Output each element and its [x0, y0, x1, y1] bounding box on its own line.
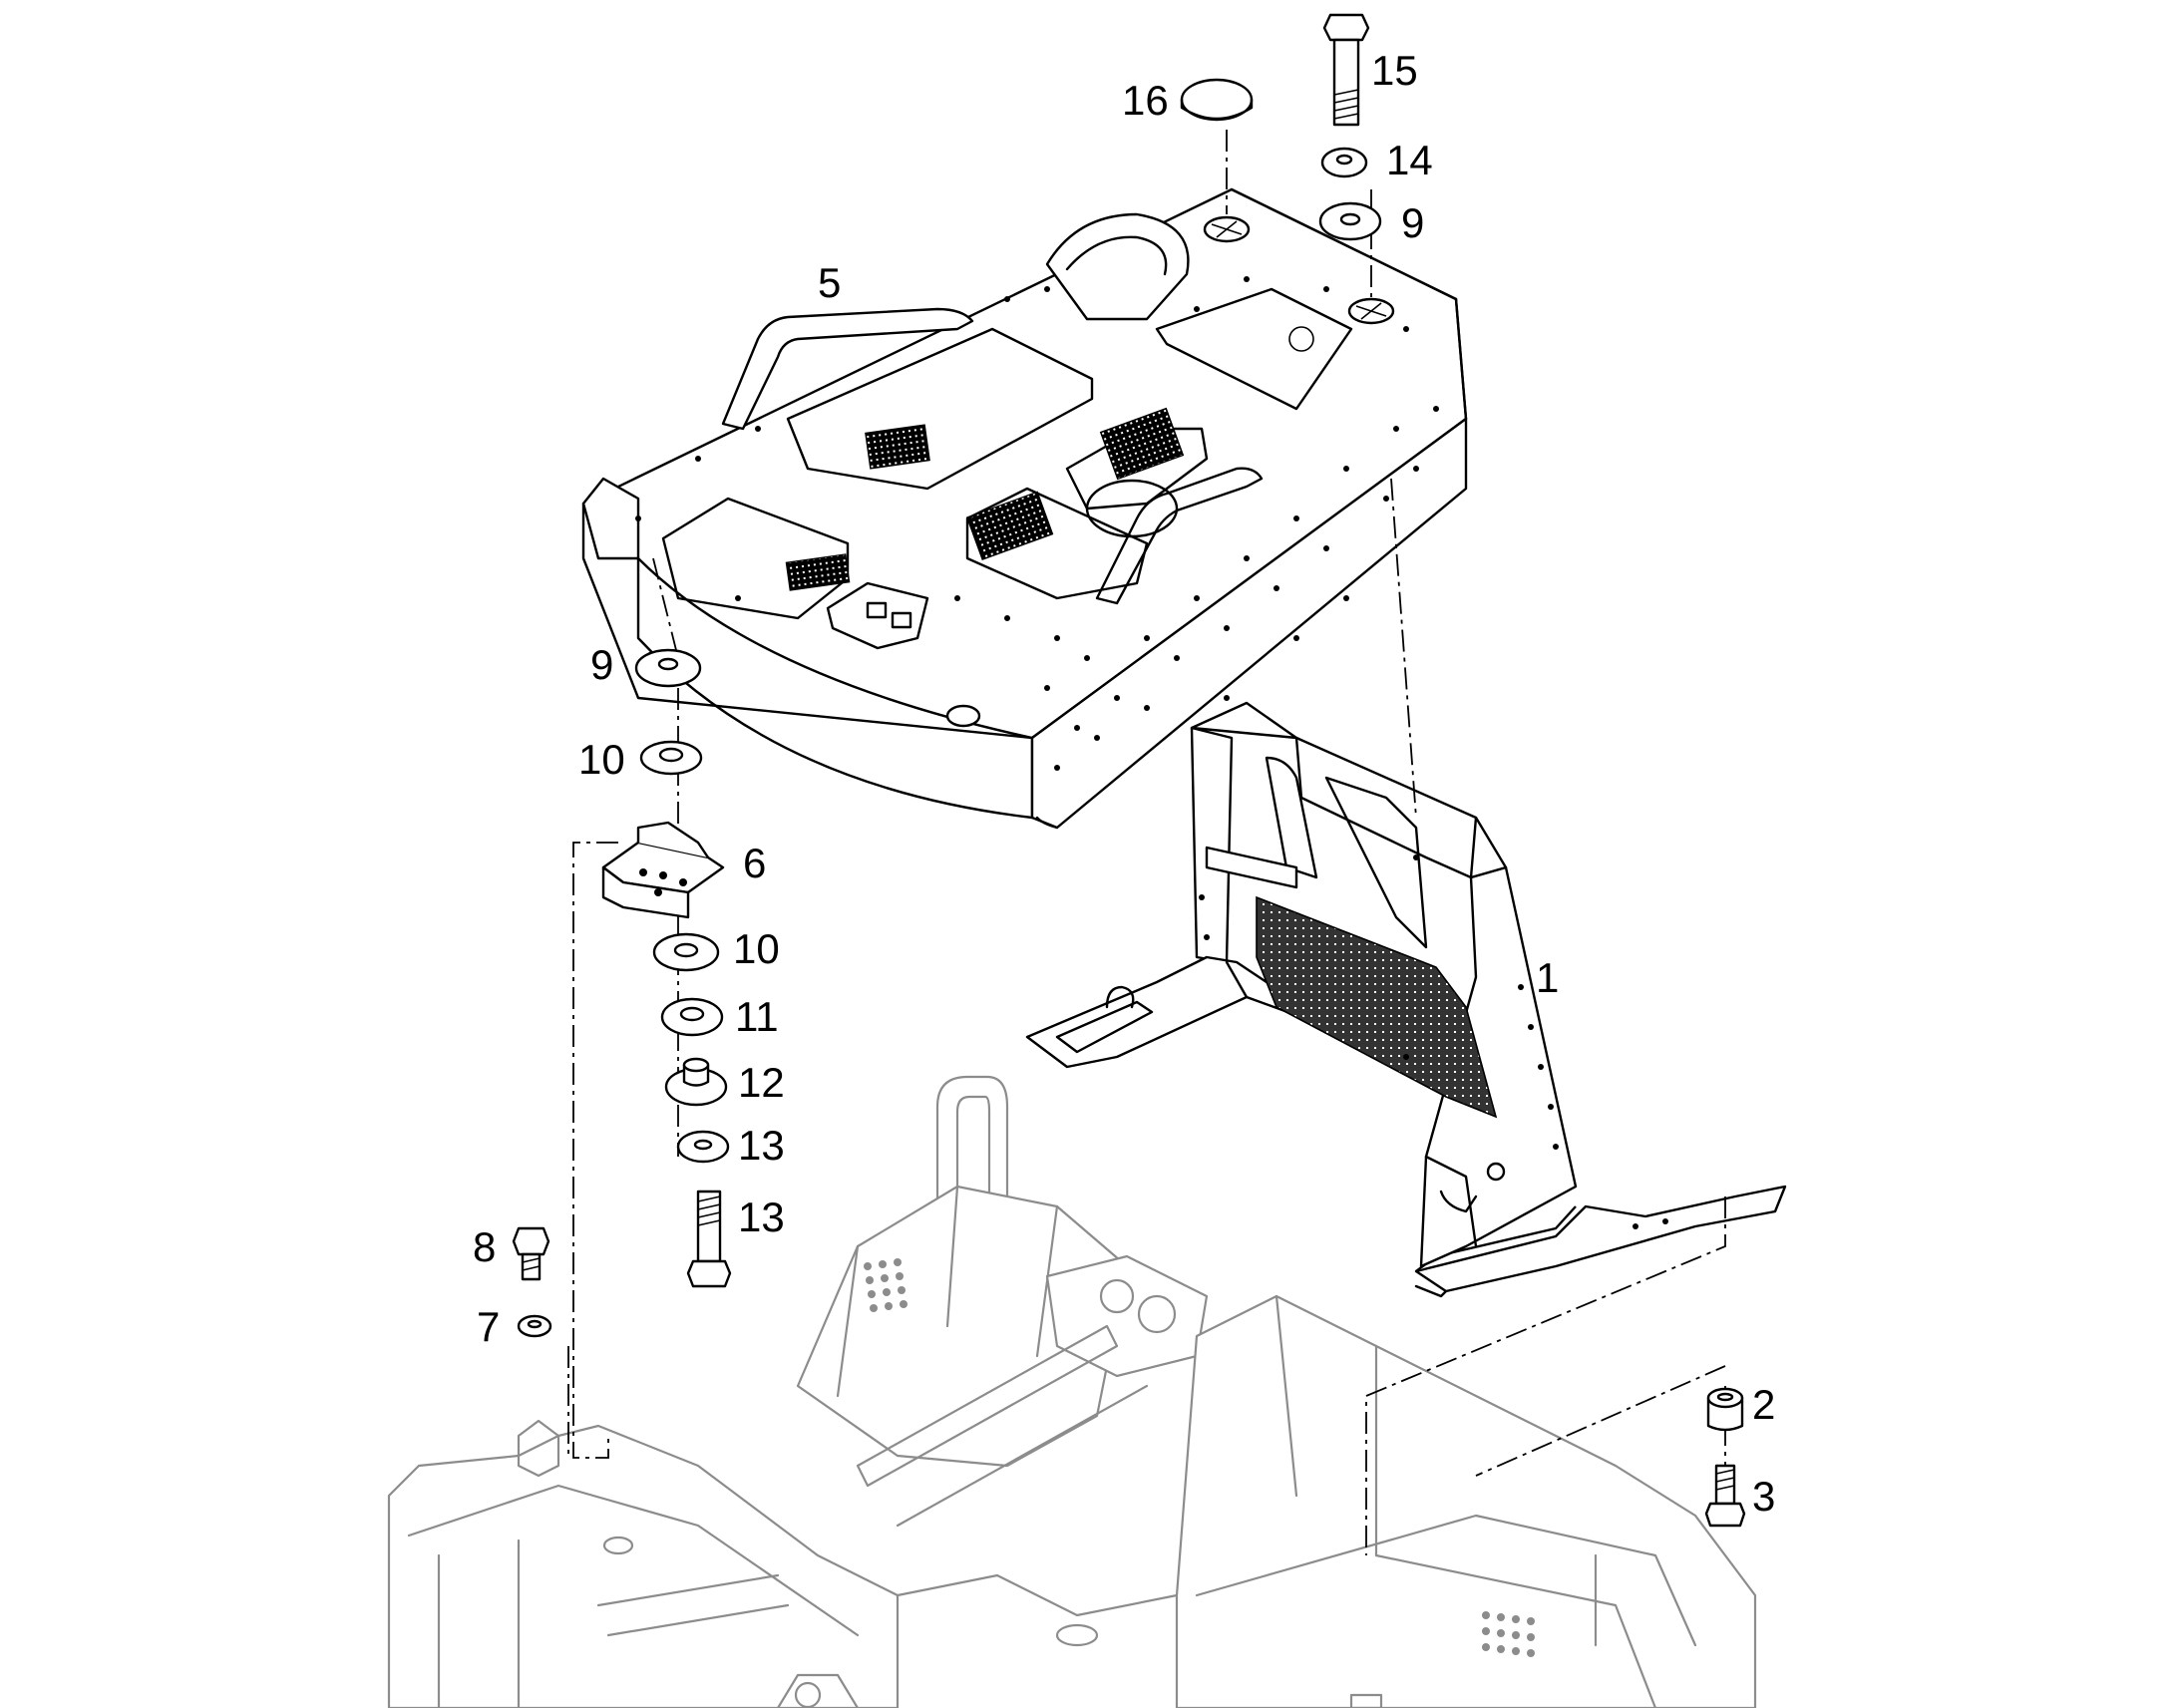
callout-10-lower: 10: [733, 925, 780, 972]
part-12-bushing: [664, 1057, 728, 1107]
part-11-washer: [660, 997, 724, 1037]
part-9-washer-top: [1318, 201, 1382, 241]
callout-5: 5: [818, 259, 841, 306]
callout-3: 3: [1752, 1473, 1775, 1520]
callout-13-mid: 13: [738, 1122, 785, 1169]
part-3-bolt: [1704, 1464, 1746, 1528]
part-5-platform: [581, 187, 1468, 830]
part-15-bolt: [1322, 13, 1370, 127]
callout-6: 6: [743, 840, 766, 886]
part-13-washer-mid: [676, 1130, 730, 1164]
part-10-washer-lower: [652, 932, 720, 972]
part-10-washer-upper: [639, 740, 703, 776]
callout-15: 15: [1371, 47, 1418, 94]
callout-16: 16: [1122, 77, 1169, 124]
part-14-bolt: [686, 1190, 732, 1288]
callout-13-top: 14: [1386, 137, 1433, 183]
part-6-bracket: [601, 821, 725, 919]
callout-2: 2: [1752, 1381, 1775, 1428]
callout-7: 7: [477, 1303, 500, 1350]
callout-11: 11: [735, 993, 779, 1040]
part-8-bolt: [512, 1226, 550, 1281]
callouts: 16 15 14 9 5 9 10 6 10 11 12 13 13 8 7 1…: [473, 47, 1775, 1520]
machine-frame: [387, 1075, 1757, 1708]
callout-10-upper: 10: [578, 736, 625, 783]
part-2-spacer: [1706, 1387, 1744, 1432]
callout-8: 8: [473, 1223, 496, 1270]
part-9-washer-left: [634, 648, 702, 688]
callout-14: 13: [738, 1194, 785, 1240]
callout-9-top: 9: [1401, 199, 1424, 246]
part-13-washer-top: [1320, 147, 1368, 178]
callout-9-left: 9: [590, 641, 613, 688]
part-1-support-bracket: [1025, 701, 1787, 1298]
callout-12: 12: [738, 1059, 785, 1106]
part-7-washer: [517, 1314, 552, 1338]
callout-1: 1: [1536, 954, 1559, 1001]
part-16-cap: [1180, 78, 1254, 122]
